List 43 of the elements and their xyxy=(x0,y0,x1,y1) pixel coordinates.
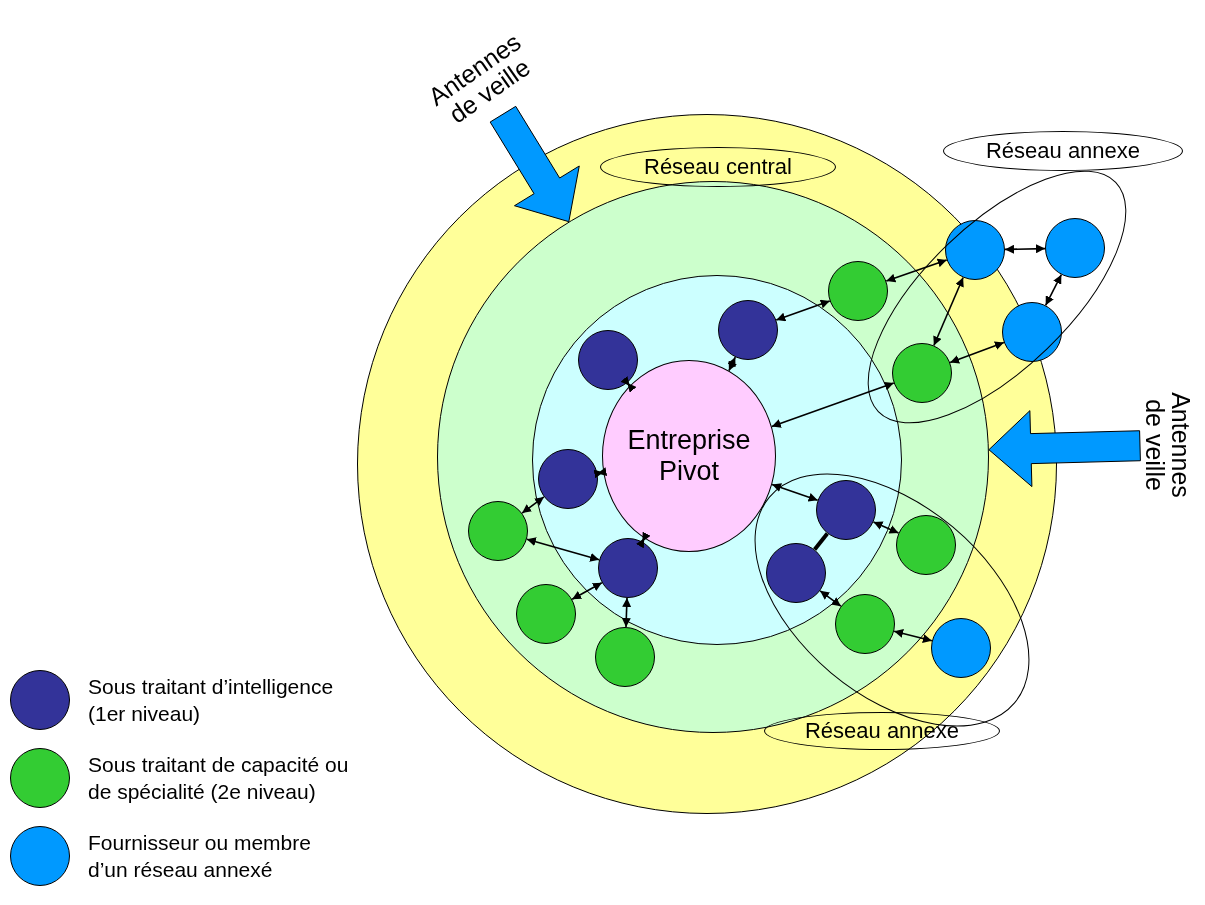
network-label: Réseau annexe xyxy=(985,138,1141,164)
double-arrow xyxy=(571,581,603,601)
member-circle xyxy=(896,515,956,575)
double-arrow xyxy=(526,537,600,562)
antenna-label: Antennes de veille xyxy=(1141,385,1195,505)
member-circle xyxy=(828,261,888,321)
member-circle xyxy=(892,343,952,403)
double-arrow xyxy=(933,276,964,347)
member-circle xyxy=(595,627,655,687)
member-circle xyxy=(816,480,876,540)
member-circle xyxy=(578,330,638,390)
double-arrow xyxy=(727,356,737,372)
connector-line xyxy=(813,532,829,551)
network-label: Réseau central xyxy=(644,154,792,180)
double-arrow xyxy=(1004,244,1046,254)
double-arrow xyxy=(771,483,819,502)
block-arrow xyxy=(988,410,1141,488)
member-circle xyxy=(1045,218,1105,278)
legend-text: Sous traitant de capacité ou de spécialité (2e niveau) xyxy=(88,751,350,805)
double-arrow xyxy=(635,531,651,549)
double-arrow xyxy=(872,521,900,534)
block-arrow xyxy=(489,105,580,223)
double-arrow xyxy=(620,375,637,393)
member-circle xyxy=(766,543,826,603)
member-circle xyxy=(516,584,576,644)
member-circle xyxy=(598,538,658,598)
double-arrow xyxy=(1044,273,1063,307)
double-arrow xyxy=(621,597,632,628)
legend-text: Sous traitant d’intelligence (1er niveau) xyxy=(88,673,335,727)
member-circle xyxy=(468,501,528,561)
double-arrow xyxy=(885,258,948,283)
member-circle xyxy=(835,594,895,654)
node-label: Entreprise Pivot xyxy=(626,424,752,488)
double-arrow xyxy=(819,590,842,607)
member-circle xyxy=(718,300,778,360)
double-arrow xyxy=(775,299,831,322)
legend-text: Fournisseur ou membre d’un réseau annexé xyxy=(88,829,312,883)
double-arrow xyxy=(593,467,608,479)
double-arrow xyxy=(771,381,895,428)
double-arrow xyxy=(949,341,1005,364)
member-circle xyxy=(538,449,598,509)
double-arrow xyxy=(521,496,545,514)
double-arrow xyxy=(893,629,933,643)
